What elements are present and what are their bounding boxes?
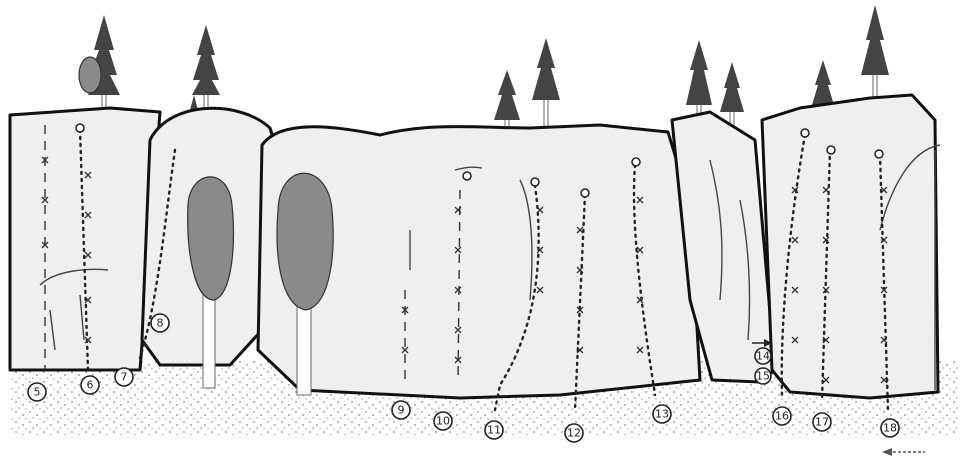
route-number-6: 6 — [81, 376, 99, 394]
route-number-18: 18 — [881, 419, 899, 437]
svg-text:5: 5 — [34, 386, 41, 399]
direction-arrow-icon — [882, 448, 925, 456]
route-number-17: 17 — [813, 413, 831, 431]
anchor — [827, 146, 835, 154]
route-number-10: 10 — [434, 412, 452, 430]
svg-text:16: 16 — [775, 410, 789, 423]
rock-block-left — [10, 108, 160, 370]
svg-text:11: 11 — [487, 424, 501, 437]
anchor — [76, 124, 84, 132]
route-number-13: 13 — [653, 405, 671, 423]
pine-tree — [532, 38, 560, 140]
route-number-14: 14 — [755, 348, 771, 364]
svg-text:6: 6 — [87, 379, 94, 392]
svg-text:15: 15 — [756, 370, 770, 383]
bush-small — [79, 57, 101, 93]
route-number-9: 9 — [392, 401, 410, 419]
svg-text:10: 10 — [436, 415, 450, 428]
svg-text:18: 18 — [883, 422, 897, 435]
route-number-11: 11 — [485, 421, 503, 439]
svg-text:12: 12 — [567, 427, 581, 440]
svg-text:17: 17 — [815, 416, 829, 429]
svg-text:14: 14 — [756, 350, 770, 363]
anchor — [463, 172, 471, 180]
svg-text:13: 13 — [655, 408, 669, 421]
svg-text:7: 7 — [121, 371, 128, 384]
anchor — [531, 178, 539, 186]
svg-text:8: 8 — [157, 317, 164, 330]
anchor — [581, 189, 589, 197]
route-number-12: 12 — [565, 424, 583, 442]
route-number-7: 7 — [115, 368, 133, 386]
route-number-15: 15 — [755, 368, 771, 384]
anchor — [801, 129, 809, 137]
svg-text:9: 9 — [398, 404, 405, 417]
route-number-16: 16 — [773, 407, 791, 425]
anchor — [875, 150, 883, 158]
route-number-5: 5 — [28, 383, 46, 401]
route-number-8: 8 — [151, 314, 169, 332]
anchor — [632, 158, 640, 166]
